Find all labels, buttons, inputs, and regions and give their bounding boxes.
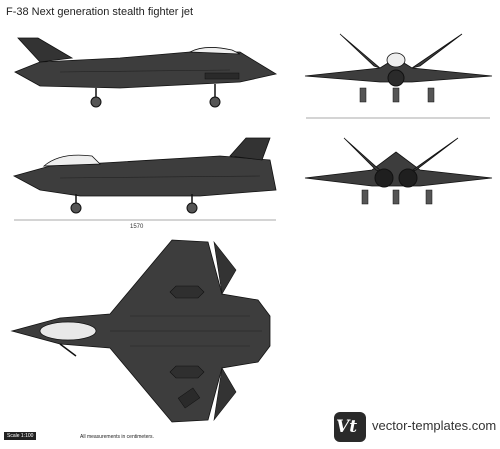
brand-link[interactable]: vector-templates.com: [372, 418, 497, 433]
brand-logo-letters: Vt: [336, 417, 358, 437]
tail-fin-middle: [229, 137, 271, 161]
canopy: [188, 47, 241, 55]
canopy-middle: [42, 154, 101, 167]
measurement-note: All measurements in centimeters.: [80, 434, 154, 440]
side-view-top: [14, 37, 278, 108]
tail-fin: [17, 37, 74, 63]
canopy-top: [39, 321, 97, 341]
scale-label: Scale 1:100: [4, 432, 37, 440]
page-title: F-38 Next generation stealth fighter jet: [6, 6, 194, 18]
side-view-middle: [12, 137, 277, 214]
front-view: [304, 33, 493, 103]
brand-logo-icon[interactable]: [334, 412, 366, 442]
length-dimension-label: 1570: [130, 224, 144, 230]
top-view: [10, 239, 271, 423]
rear-view: [304, 137, 493, 205]
